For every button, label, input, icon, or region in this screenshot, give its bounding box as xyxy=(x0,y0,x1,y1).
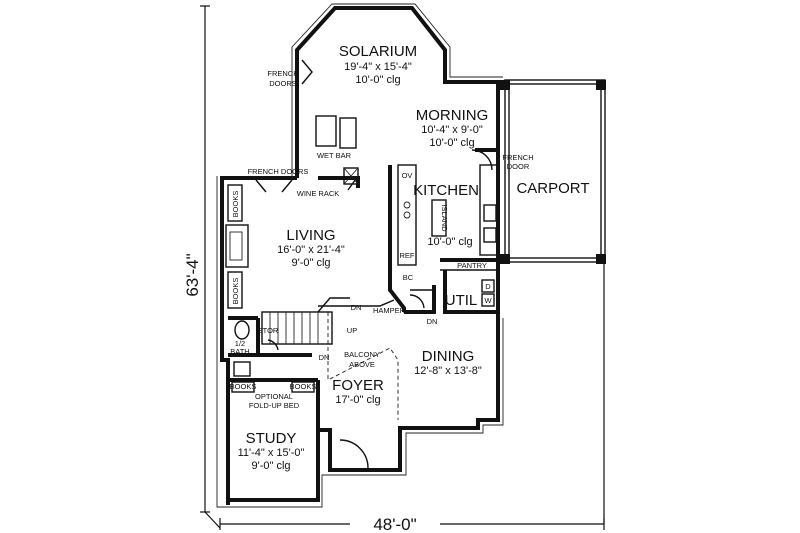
washer-label: W xyxy=(484,296,492,305)
ref-label: REF xyxy=(400,251,415,260)
living-name: LIVING xyxy=(286,227,335,244)
french-doors-solarium-2: DOORS xyxy=(269,79,297,88)
study-size: 11'-4" x 15'-0" xyxy=(238,447,305,459)
dn-stair-mid: DN xyxy=(319,353,330,362)
morning-ceiling: 10'-0" clg xyxy=(429,137,474,149)
width-label: 48'-0" xyxy=(373,515,416,533)
interior-walls xyxy=(225,115,499,430)
french-door-carport-1: FRENCH xyxy=(502,153,533,162)
balcony-label-2: ABOVE xyxy=(349,360,375,369)
up-label: UP xyxy=(347,326,357,335)
fold-up-label-2: FOLD-UP BED xyxy=(249,401,300,410)
dn-stair-top: DN xyxy=(351,303,362,312)
wine-rack-label: WINE RACK xyxy=(297,189,340,198)
outline-shadow xyxy=(216,3,504,508)
solarium-size: 19'-4" x 15'-4" xyxy=(344,61,412,73)
foyer-ceiling: 17'-0" clg xyxy=(335,394,380,406)
study-name: STUDY xyxy=(246,430,297,447)
kitchen-fixtures xyxy=(403,199,497,307)
util-name: UTIL xyxy=(445,292,478,309)
carport-name: CARPORT xyxy=(516,180,589,197)
books-study-left: BOOKS xyxy=(230,382,257,391)
half-bath-line2: BATH xyxy=(230,347,249,356)
depth-label: 63'-4" xyxy=(183,253,202,296)
balcony-label-1: BALCONY xyxy=(344,350,380,359)
half-bath-line1: 1/2 xyxy=(235,339,245,348)
island-label: ISLAND xyxy=(440,204,449,232)
dryer-label: D xyxy=(485,282,491,291)
kitchen-name: KITCHEN xyxy=(413,182,479,199)
bath-fixtures xyxy=(233,320,251,377)
books-study-right: BOOKS xyxy=(290,382,317,391)
french-door-carport-2: DOOR xyxy=(507,162,530,171)
dn-kitchen-label: DN xyxy=(427,317,438,326)
stor-label: STOR xyxy=(258,326,279,335)
foyer-name: FOYER xyxy=(332,377,384,394)
french-doors-solarium-1: FRENCH xyxy=(267,69,298,78)
french-doors-living-label: FRENCH DOORS xyxy=(248,167,309,176)
morning-name: MORNING xyxy=(416,107,489,124)
ov-label: OV xyxy=(402,171,413,180)
carport-structure xyxy=(500,79,606,264)
wet-bar-label: WET BAR xyxy=(317,151,352,160)
morning-size: 10'-4" x 9'-0" xyxy=(421,124,483,136)
study-shelves xyxy=(231,381,315,393)
books-living-top: BOOKS xyxy=(231,191,240,218)
bc-label: BC xyxy=(403,273,414,282)
door-swings xyxy=(255,59,493,469)
pantry-label: PANTRY xyxy=(457,261,487,270)
hamper-label: HAMPER xyxy=(373,306,406,315)
dining-name: DINING xyxy=(422,348,475,365)
kitchen-ceiling: 10'-0" clg xyxy=(427,236,472,248)
solarium-name: SOLARIUM xyxy=(339,43,417,60)
books-living-bottom: BOOKS xyxy=(231,278,240,305)
staircase xyxy=(261,297,350,345)
living-ceiling: 9'-0" clg xyxy=(291,257,330,269)
study-ceiling: 9'-0" clg xyxy=(251,460,290,472)
dimension-labels: 63'-4" 48'-0" xyxy=(180,225,440,533)
living-size: 16'-0" x 21'-4" xyxy=(277,244,345,256)
fold-up-label-1: OPTIONAL xyxy=(255,392,293,401)
dining-size: 12'-8" x 13'-8" xyxy=(414,365,482,377)
solarium-ceiling: 10'-0" clg xyxy=(355,74,400,86)
